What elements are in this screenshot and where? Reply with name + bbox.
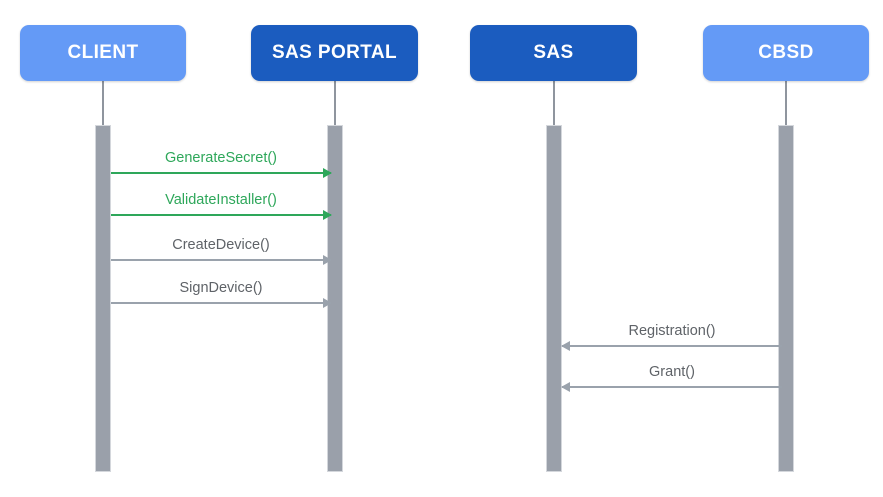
actor-label-sas-portal: SAS PORTAL [271, 42, 398, 63]
message-line-validate-installer [111, 214, 331, 216]
message-label-validate-installer: ValidateInstaller() [165, 192, 277, 208]
actor-box-cbsd[interactable]: CBSD [703, 25, 869, 81]
message-label-sign-device: SignDevice() [179, 280, 263, 296]
arrowhead-right-icon [323, 210, 332, 220]
lifeline-sas [553, 81, 555, 125]
actor-box-sas[interactable]: SAS [470, 25, 637, 81]
message-line-registration [562, 345, 782, 347]
actor-label-client: CLIENT [67, 42, 139, 63]
lifeline-sas-portal [334, 81, 336, 125]
message-label-grant: Grant() [649, 364, 695, 380]
message-label-registration: Registration() [628, 323, 716, 339]
arrowhead-right-icon [323, 298, 332, 308]
message-label-create-device: CreateDevice() [172, 237, 270, 253]
arrowhead-left-icon [561, 341, 570, 351]
lifeline-client [102, 81, 104, 125]
arrowhead-left-icon [561, 382, 570, 392]
message-line-sign-device [111, 302, 331, 304]
actor-box-sas-portal[interactable]: SAS PORTAL [251, 25, 418, 81]
activation-bar-cbsd [778, 125, 794, 472]
arrowhead-right-icon [323, 168, 332, 178]
message-line-create-device [111, 259, 331, 261]
message-line-grant [562, 386, 782, 388]
message-line-generate-secret [111, 172, 331, 174]
lifeline-cbsd [785, 81, 787, 125]
activation-bar-sas [546, 125, 562, 472]
actor-box-client[interactable]: CLIENT [20, 25, 186, 81]
arrowhead-right-icon [323, 255, 332, 265]
actor-label-sas: SAS [533, 42, 574, 63]
actor-label-cbsd: CBSD [758, 42, 814, 63]
message-label-generate-secret: GenerateSecret() [164, 150, 278, 166]
activation-bar-client [95, 125, 111, 472]
